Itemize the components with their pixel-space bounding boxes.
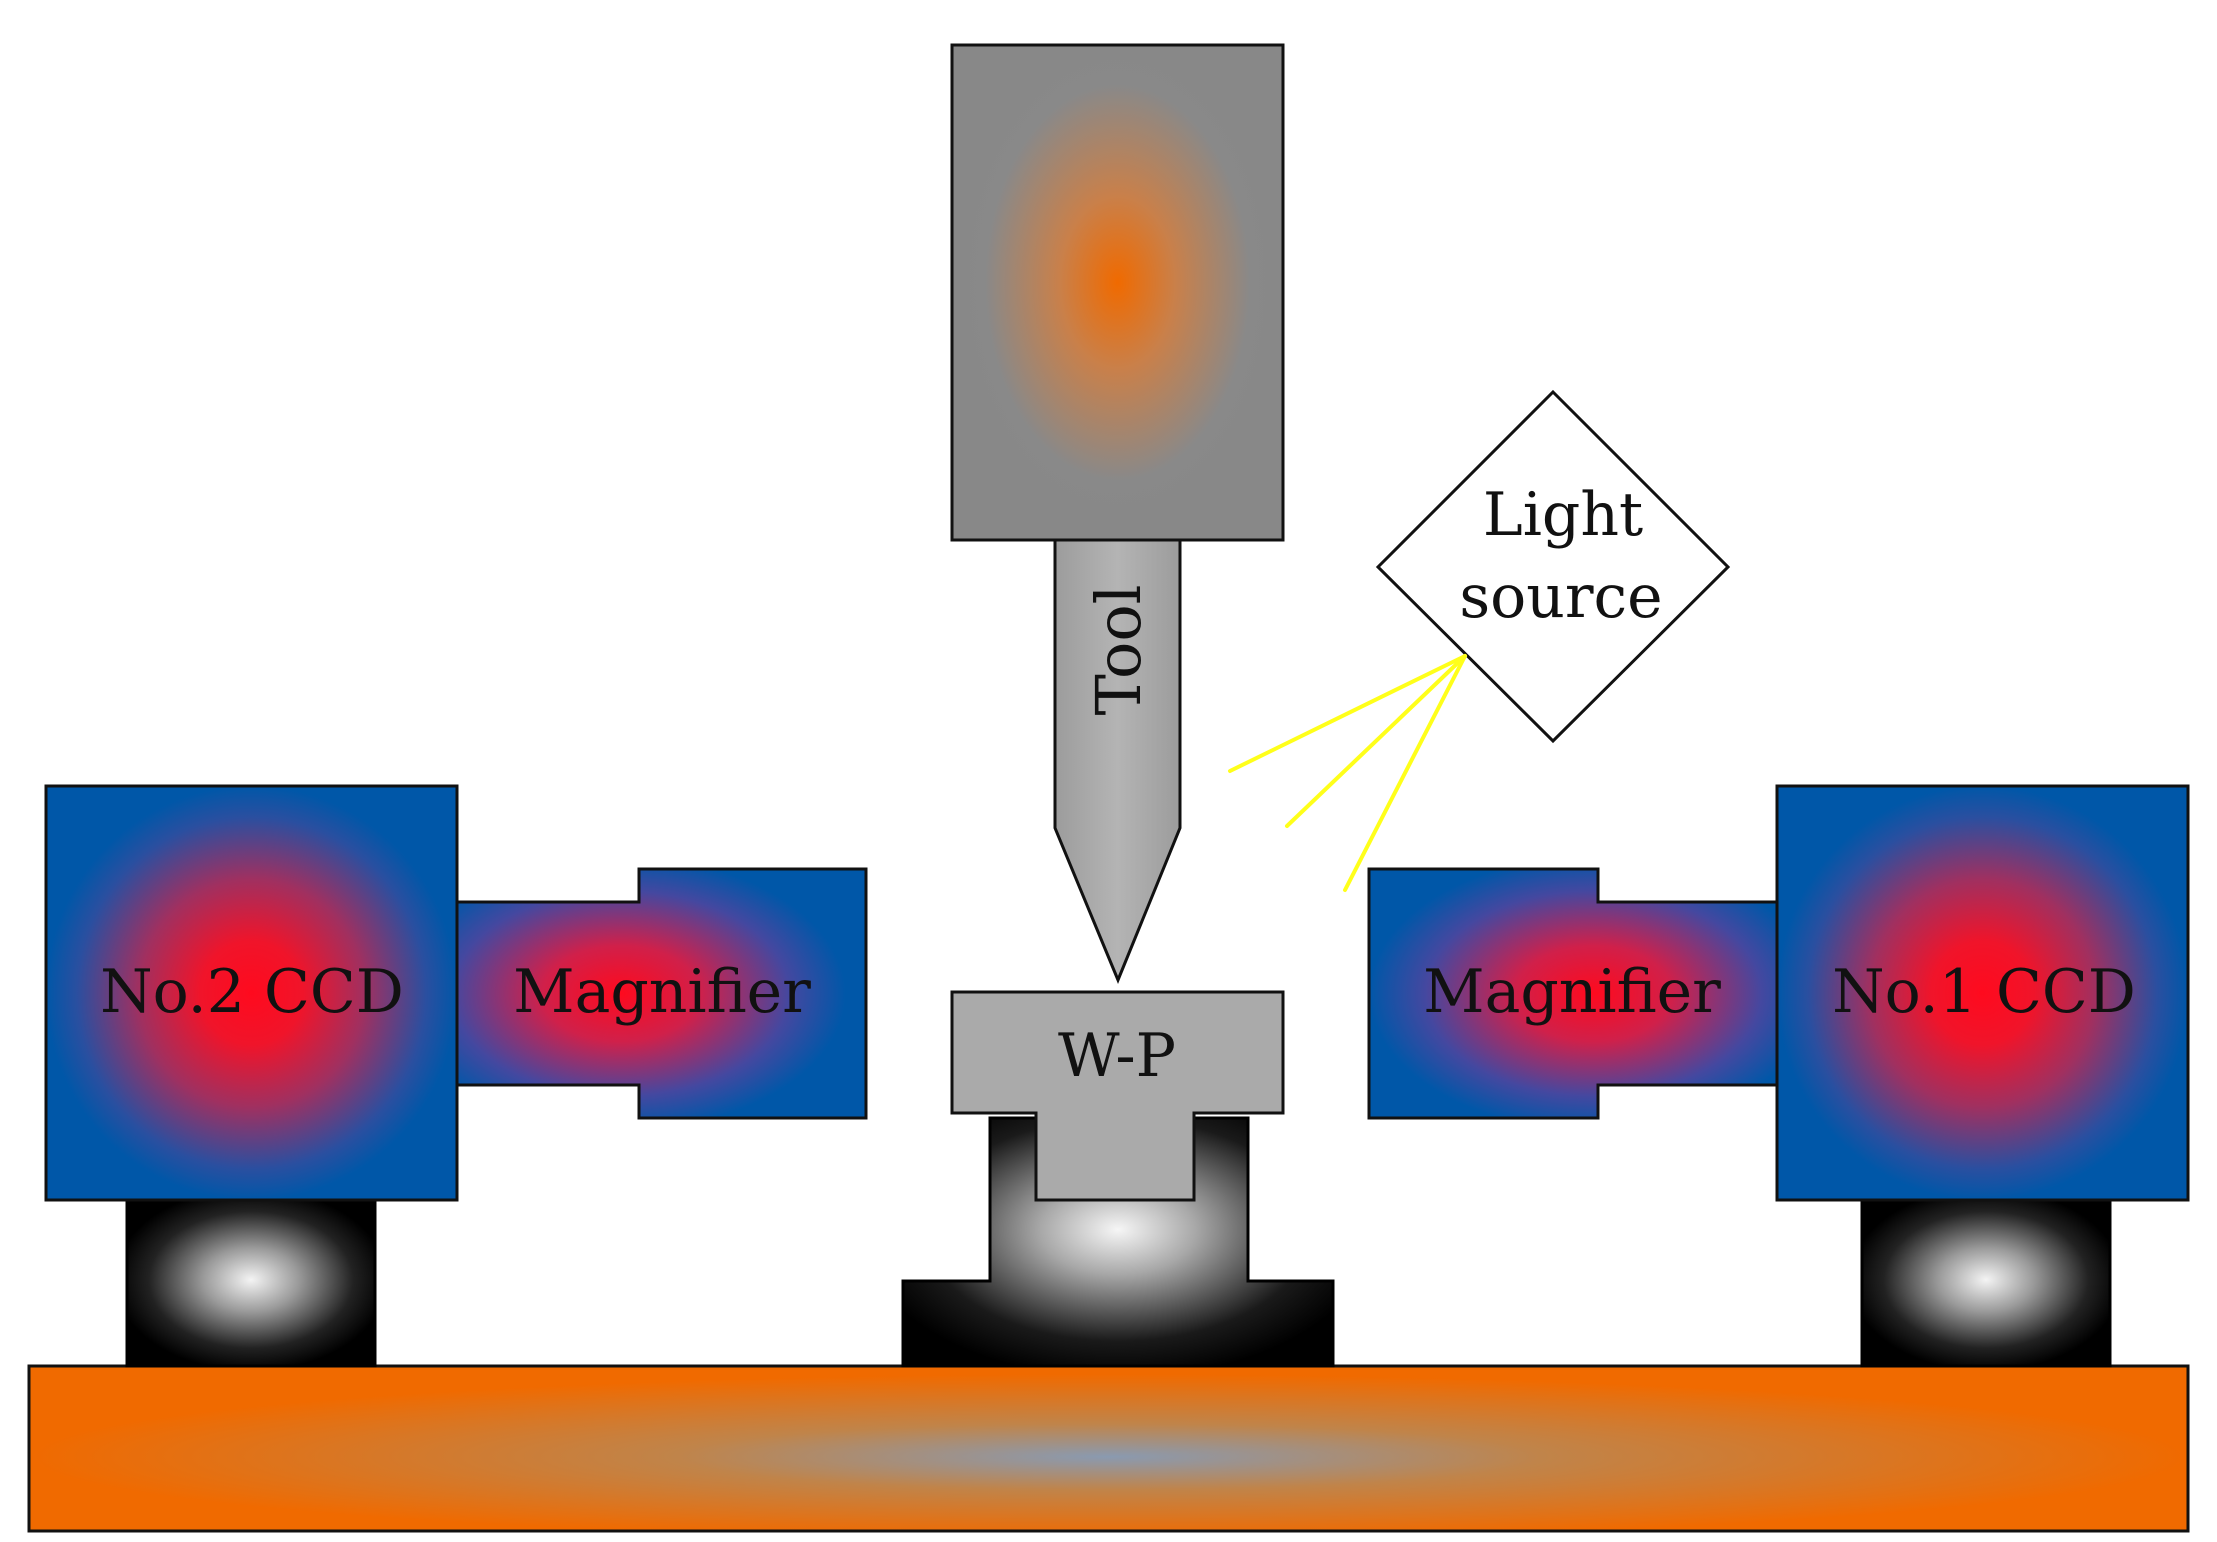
- light-ray-1: [1228, 654, 1467, 773]
- magnifier-left-label: Magnifier: [513, 957, 811, 1027]
- light-rays: [1228, 654, 1467, 892]
- ccd-left-label: No.2 CCD: [100, 957, 404, 1027]
- ccd-right-label: No.1 CCD: [1832, 957, 2136, 1027]
- workpiece-label: W-P: [1058, 1021, 1176, 1091]
- magnifier-left: [455, 867, 868, 1120]
- cutting-tool: [1053, 538, 1182, 984]
- workpiece-holder: [901, 1116, 1335, 1368]
- light-source: [1375, 389, 1731, 744]
- ccd-support-post-left: [125, 1198, 377, 1368]
- ccd-camera-right: [1775, 784, 2190, 1202]
- light-source-label-line2: source: [1459, 562, 1662, 632]
- spindle: [950, 43, 1285, 542]
- light-ray-2: [1285, 654, 1467, 828]
- ccd-support-post-right: [1860, 1198, 2112, 1368]
- light-ray-3: [1343, 654, 1467, 892]
- magnifier-right-label: Magnifier: [1423, 957, 1721, 1027]
- ccd-camera-left: [44, 784, 459, 1202]
- light-source-label-line1: Light: [1483, 480, 1643, 550]
- workpiece: [950, 990, 1285, 1202]
- base-plate: [27, 1364, 2190, 1533]
- tool-label: Tool: [1082, 584, 1155, 715]
